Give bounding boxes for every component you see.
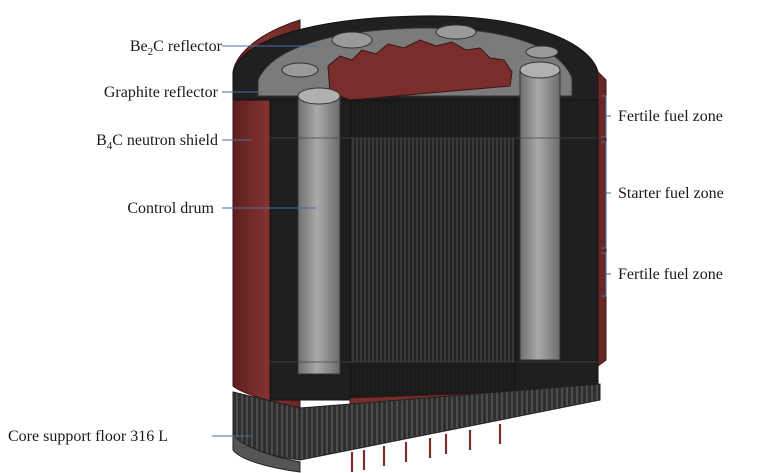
bracket-fertile-bottom: [601, 252, 611, 297]
label-b4c-shield: B4C neutron shield: [96, 132, 218, 152]
b4c-shield-right: [597, 70, 607, 367]
label-graphite-reflector: Graphite reflector: [104, 84, 219, 101]
label-zone-fertile-bottom: Fertile fuel zone: [618, 266, 723, 283]
drum-hole-3: [281, 62, 319, 78]
control-drum-left: [297, 95, 341, 375]
core-rod-region: [349, 99, 516, 401]
drum-hole-4: [525, 45, 559, 59]
core-top-cap: [327, 39, 513, 101]
bracket-starter: [601, 141, 611, 249]
core-support-floor-front: [232, 432, 301, 473]
drum-hole-2: [435, 24, 477, 40]
label-be2c-reflector: Be2C reflector: [130, 38, 223, 58]
label-core-support-floor: Core support floor 316 L: [8, 428, 168, 445]
control-drum-right-top: [519, 61, 561, 79]
label-zone-fertile-top: Fertile fuel zone: [618, 108, 723, 125]
core-upper-dark: [350, 100, 515, 138]
support-pins: [350, 424, 502, 472]
label-control-drum: Control drum: [127, 200, 214, 217]
drum-hole-1: [331, 31, 373, 49]
label-zone-starter: Starter fuel zone: [618, 185, 724, 202]
bracket-fertile-top: [601, 95, 611, 138]
control-drum-left-top: [297, 87, 341, 105]
control-drum-right: [519, 69, 561, 361]
